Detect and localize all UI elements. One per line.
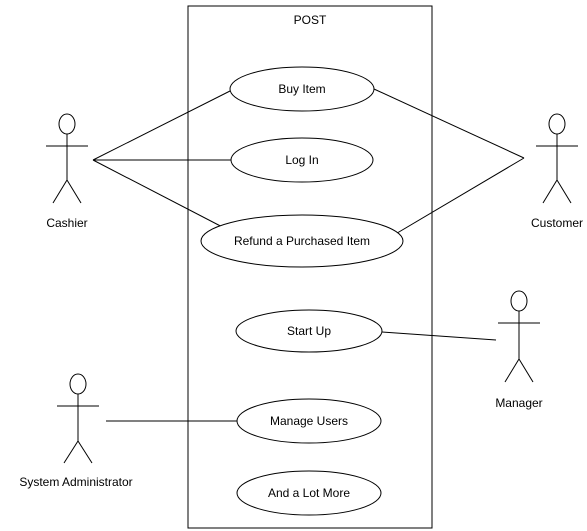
- actor-manager[interactable]: Manager: [495, 290, 543, 410]
- associations: [92, 88, 525, 422]
- use-case-label: Manage Users: [270, 414, 348, 428]
- actor-label: Manager: [495, 396, 542, 410]
- assoc-cashier-refund: [92, 159, 233, 233]
- use-case-label: Log In: [285, 153, 318, 167]
- system-name: POST: [294, 13, 327, 27]
- actor-system-administrator[interactable]: System Administrator: [19, 373, 133, 489]
- assoc-cashier-buy-item: [92, 89, 233, 161]
- actor-label: Cashier: [46, 216, 87, 230]
- actor-cashier[interactable]: Cashier: [46, 113, 88, 230]
- use-case-more[interactable]: And a Lot More: [236, 470, 382, 516]
- stick-figure-icon: [498, 290, 540, 383]
- use-case-label: And a Lot More: [268, 486, 350, 500]
- system-boundary: [187, 5, 433, 529]
- use-case-log-in[interactable]: Log In: [230, 137, 374, 183]
- stick-figure-icon: [57, 373, 99, 464]
- actor-label: Customer: [531, 216, 583, 230]
- stick-figure-icon: [536, 113, 578, 204]
- use-case-start-up[interactable]: Start Up: [235, 309, 383, 353]
- actor-label: System Administrator: [19, 475, 132, 489]
- assoc-customer-buy-item: [373, 88, 525, 159]
- use-case-label: Start Up: [287, 324, 331, 338]
- use-case-refund[interactable]: Refund a Purchased Item: [200, 214, 404, 268]
- use-case-buy-item[interactable]: Buy Item: [229, 66, 375, 112]
- use-case-label: Buy Item: [278, 82, 325, 96]
- assoc-customer-refund: [381, 157, 525, 243]
- use-case-label: Refund a Purchased Item: [234, 234, 370, 248]
- stick-figure-icon: [46, 113, 88, 204]
- actor-customer[interactable]: Customer: [531, 113, 583, 230]
- use-case-manage-users[interactable]: Manage Users: [236, 398, 382, 444]
- assoc-manager-start-up: [381, 331, 497, 341]
